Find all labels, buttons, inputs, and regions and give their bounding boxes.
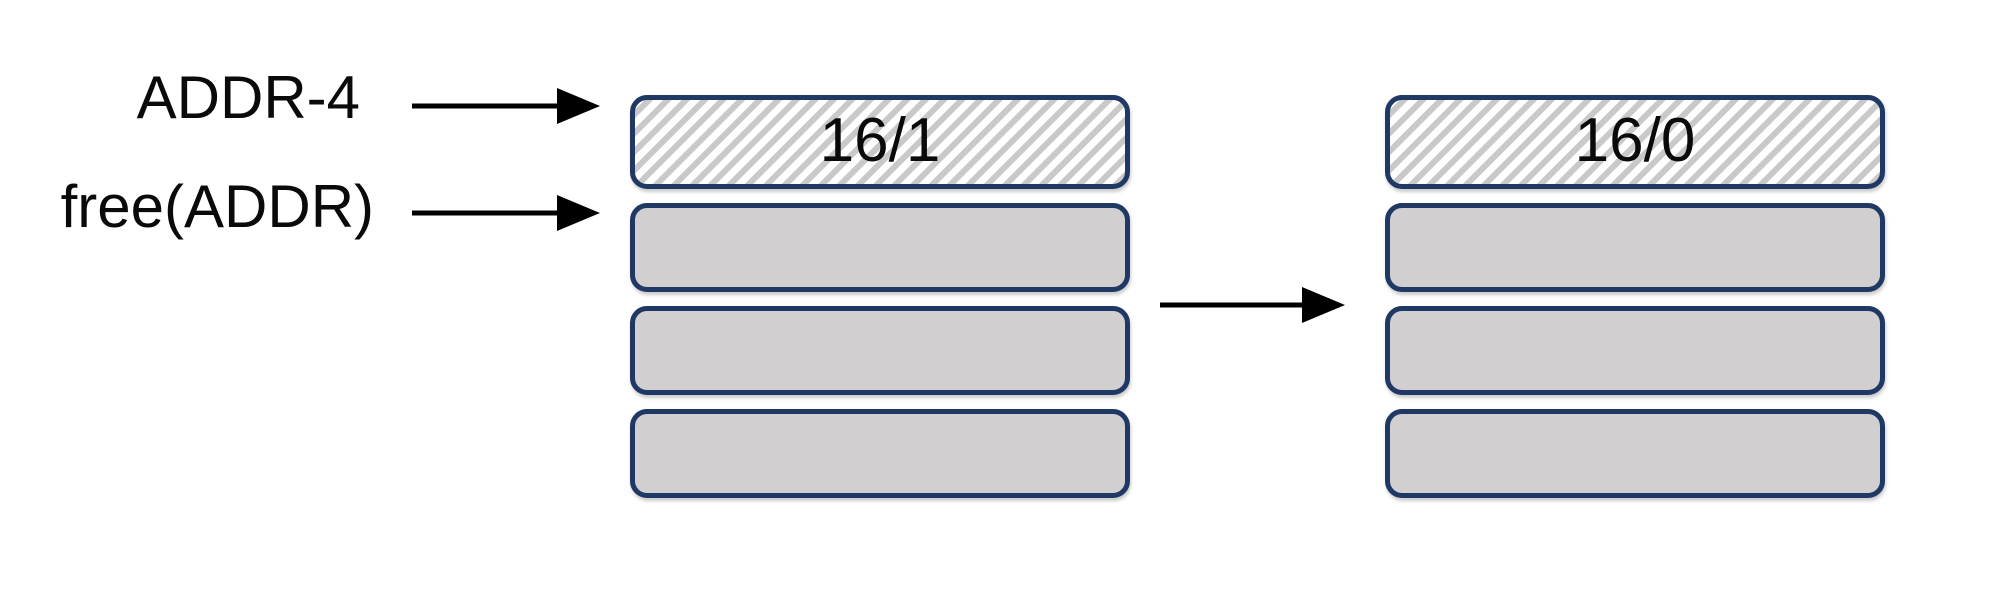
- left-memory-stack: 16/1: [630, 95, 1130, 498]
- right-memory-block-2: [1385, 203, 1885, 292]
- free-addr-arrow-icon: [412, 195, 600, 231]
- addr-4-arrow-icon: [412, 88, 600, 124]
- right-memory-block-3: [1385, 306, 1885, 395]
- label-free-addr: free(ADDR): [60, 173, 374, 240]
- stack-link-arrow-icon: [1160, 287, 1345, 323]
- left-memory-block-2: [630, 203, 1130, 292]
- left-memory-block-4: [630, 409, 1130, 498]
- right-freed-header-block: 16/0: [1385, 95, 1885, 189]
- right-memory-block-4: [1385, 409, 1885, 498]
- label-addr-4: ADDR-4: [136, 64, 360, 131]
- right-header-block-label: 16/0: [1574, 106, 1696, 175]
- left-header-block-label: 16/1: [819, 106, 941, 175]
- left-allocated-header-block: 16/1: [630, 95, 1130, 189]
- left-memory-block-3: [630, 306, 1130, 395]
- right-memory-stack: 16/0: [1385, 95, 1885, 498]
